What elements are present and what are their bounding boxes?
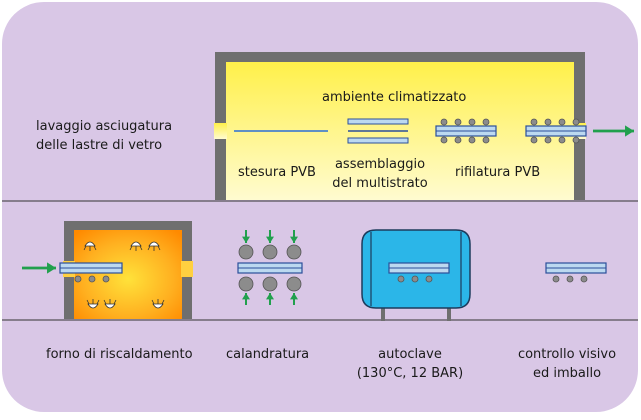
multilayer-assembly — [347, 118, 409, 144]
roller — [566, 275, 574, 283]
arrow-head — [266, 236, 274, 243]
label-pvb-trimming: rifilatura PVB — [455, 165, 541, 180]
calender-station — [237, 230, 303, 305]
label-washing-line2: delle lastre di vetro — [36, 138, 163, 153]
label-heating-oven: forno di riscaldamento — [46, 347, 193, 362]
roller — [425, 275, 433, 283]
lamp-ray — [103, 299, 107, 305]
heat-lamp — [87, 303, 99, 309]
label-inspection-line1: controllo visivo — [517, 347, 617, 362]
heating-oven — [22, 221, 193, 319]
heat-lamp — [84, 241, 96, 247]
roller — [238, 244, 254, 260]
roller — [74, 275, 82, 283]
roller — [397, 275, 405, 283]
lamp-ray — [129, 245, 133, 251]
label-calender: calandratura — [226, 347, 310, 362]
roller — [454, 136, 462, 144]
roller — [544, 136, 552, 144]
roller — [572, 118, 580, 126]
label-pvb-laying: stesura PVB — [238, 165, 316, 180]
heat-lamp — [152, 303, 164, 309]
lamp-ray — [86, 299, 90, 305]
trimming-station — [435, 118, 497, 144]
room-exit-station — [525, 118, 634, 144]
arrow-head — [266, 293, 274, 300]
autoclave-leg — [447, 305, 451, 321]
lamp-ray — [139, 245, 143, 251]
roller — [482, 136, 490, 144]
arrow-head — [47, 262, 56, 274]
label-assembly-line2: del multistrato — [332, 176, 428, 191]
roller — [544, 118, 552, 126]
label-climatized-room: ambiente climatizzato — [322, 90, 467, 105]
heat-lamp — [130, 241, 142, 247]
heat-lamp — [104, 303, 116, 309]
label-autoclave-line1: autoclave — [378, 347, 442, 362]
roller — [468, 118, 476, 126]
roller — [552, 275, 560, 283]
roller — [262, 276, 278, 292]
heat-lamp — [148, 241, 160, 247]
roller — [468, 136, 476, 144]
roller — [440, 118, 448, 126]
roller — [530, 136, 538, 144]
lamp-ray — [151, 299, 155, 305]
label-autoclave-line2: (130°C, 12 BAR) — [356, 366, 464, 381]
lamp-ray — [157, 245, 161, 251]
oven-opening-right — [181, 261, 193, 277]
roller — [530, 118, 538, 126]
roller — [88, 275, 96, 283]
lamp-ray — [83, 245, 87, 251]
arrow-head — [242, 236, 250, 243]
lamp-ray — [96, 299, 100, 305]
label-washing-line1: lavaggio asciugatura — [36, 119, 173, 134]
roller — [286, 244, 302, 260]
lamp-ray — [147, 245, 151, 251]
arrow-head — [290, 236, 298, 243]
roller — [440, 136, 448, 144]
roller — [238, 276, 254, 292]
roller — [262, 244, 278, 260]
label-inspection-line2: ed imballo — [532, 366, 602, 381]
roller — [286, 276, 302, 292]
label-assembly-line1: assemblaggio — [334, 157, 426, 172]
lamp-ray — [93, 245, 97, 251]
arrow-head — [625, 125, 634, 137]
roller — [572, 136, 580, 144]
roller — [558, 118, 566, 126]
arrow-head — [242, 293, 250, 300]
inspection-station — [545, 262, 607, 283]
roller — [580, 275, 588, 283]
autoclave-leg — [381, 305, 385, 321]
arrow-head — [290, 293, 298, 300]
roller — [411, 275, 419, 283]
roller — [482, 118, 490, 126]
lamp-ray — [161, 299, 165, 305]
autoclave — [361, 229, 471, 321]
lamp-ray — [113, 299, 117, 305]
roller — [102, 275, 110, 283]
roller — [454, 118, 462, 126]
roller — [558, 136, 566, 144]
